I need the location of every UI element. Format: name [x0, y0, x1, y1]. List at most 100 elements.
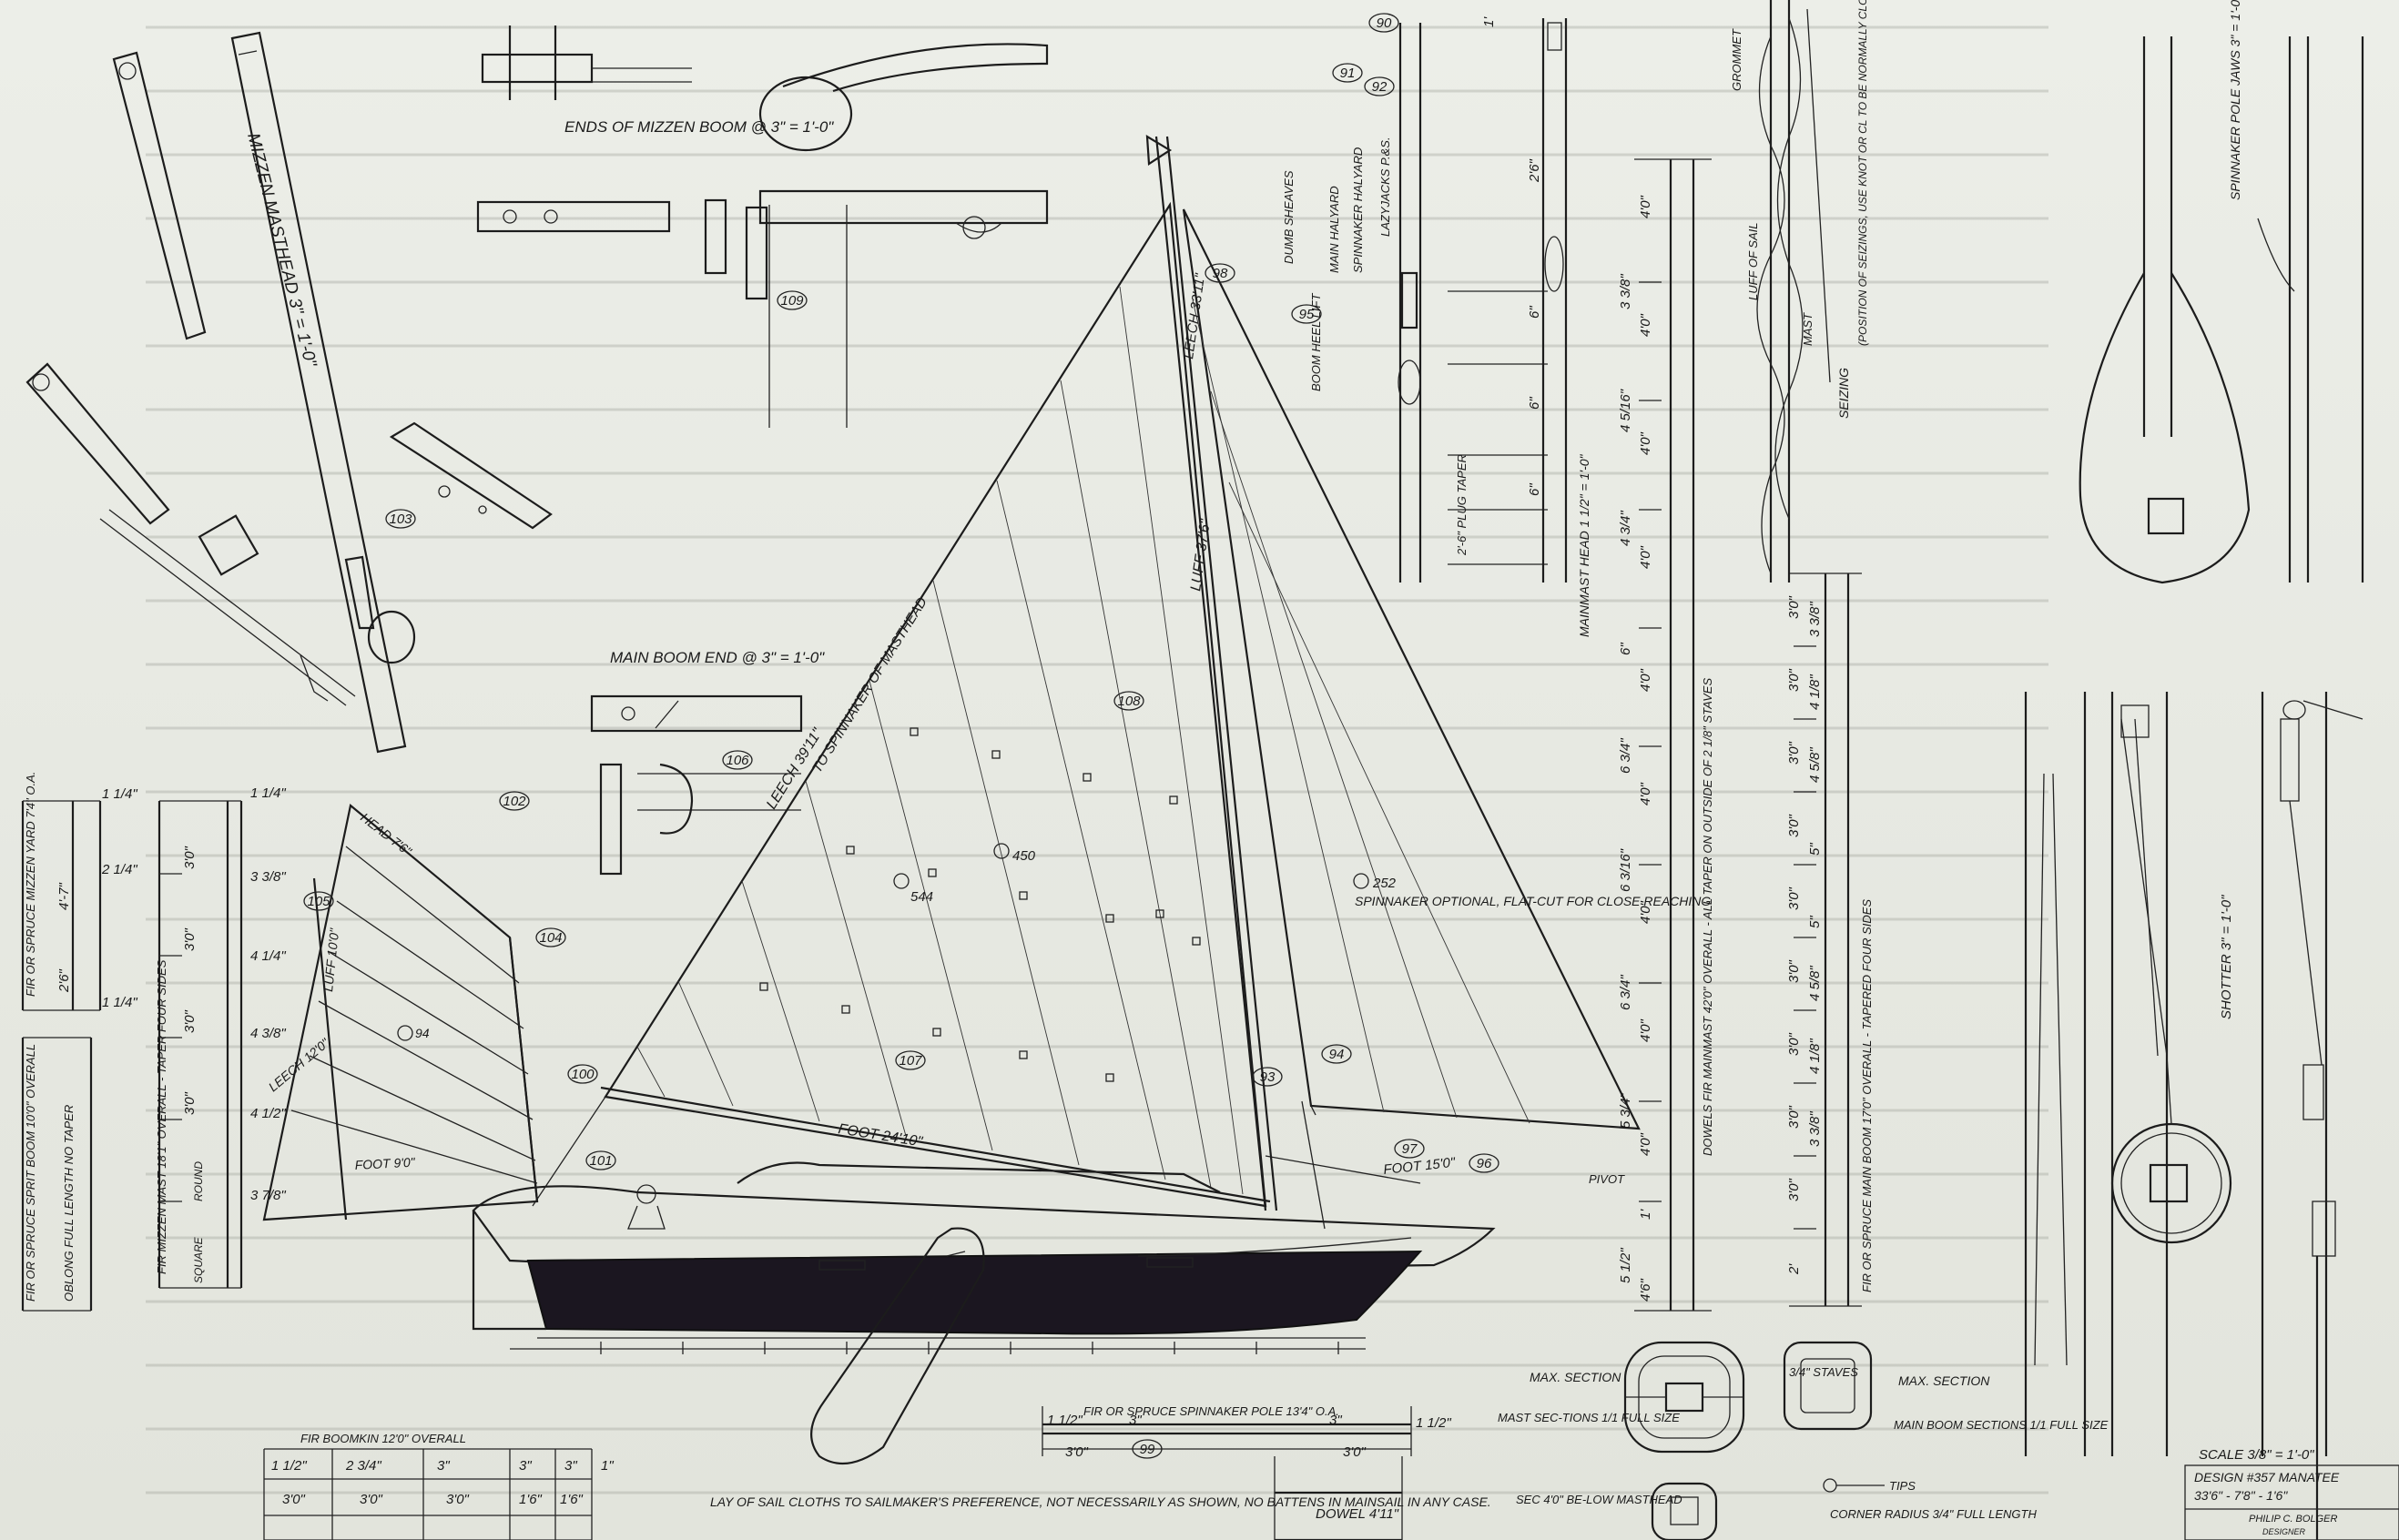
mainmast-head-label: MAINMAST HEAD 1 1/2" = 1'-0" [1577, 453, 1591, 637]
callout-number: 96 [1477, 1156, 1492, 1171]
callout-number: 100 [571, 1067, 595, 1082]
svg-text:3'0": 3'0" [1065, 1444, 1089, 1460]
masthead-top-dims: 1' 2'6" 6" 6" 6" [1481, 16, 1542, 496]
callout-103: 103 [385, 509, 416, 529]
sprit-spec: FIR OR SPRUCE MIZZEN YARD 7'4" O.A. [24, 772, 37, 997]
mizzen-mast-spar [158, 800, 243, 1289]
svg-text:3 3/8": 3 3/8" [1807, 602, 1823, 637]
svg-text:4 3/4": 4 3/4" [1618, 511, 1633, 546]
bleed-through-texture [146, 25, 2048, 1494]
svg-text:4 1/8": 4 1/8" [1807, 674, 1823, 710]
plug-taper-label: 2'-6" PLUG TAPER [1455, 454, 1469, 556]
svg-text:3": 3" [437, 1458, 450, 1474]
mizzen-mast-sizes: 1 1/4" 3 3/8" 4 1/4" 4 3/8" 4 1/2" 3 7/8… [250, 785, 286, 1203]
svg-text:3 3/8": 3 3/8" [1807, 1111, 1823, 1147]
main-boom-end-label: MAIN BOOM END @ 3" = 1'-0" [610, 649, 825, 666]
spinnaker-halyard-label: SPINNAKER HALYARD [1351, 147, 1365, 273]
boomkin-table [263, 1448, 593, 1540]
sprit-dims: 1 1/4" 4'-7" 2 1/4" 2'6" 1 1/4" [56, 786, 137, 1010]
designer-role: DESIGNER [2262, 1527, 2306, 1536]
mizzen-mast-spacings: 3'0" 3'0" 3'0" 3'0" [182, 846, 198, 1115]
svg-text:4'0": 4'0" [1638, 313, 1653, 337]
callout-number: 109 [780, 293, 804, 309]
callout-95: 95 [1291, 304, 1322, 324]
boomkin-row1: 1 1/2" 2 3/4" 3" 3" 3" 1" [271, 1458, 614, 1474]
svg-text:1 1/4": 1 1/4" [102, 786, 137, 802]
mizzen-luff-label: LUFF 10'0" [320, 927, 341, 992]
callout-number: 101 [589, 1153, 612, 1169]
callout-number: 95 [1299, 307, 1315, 322]
svg-text:3": 3" [519, 1458, 532, 1474]
svg-text:4'0": 4'0" [1638, 1132, 1653, 1156]
area-450: 450 [1012, 848, 1036, 864]
mainsail [604, 201, 1267, 1208]
svg-text:4 3/8": 4 3/8" [250, 1026, 286, 1041]
mizzen-leech-label: LEECH 12'0" [266, 1035, 333, 1094]
max-section-label: MAX. SECTION [1530, 1370, 1621, 1384]
design-label: DESIGN #357 MANATEE [2194, 1470, 2340, 1484]
mast-sections-label: MAST SEC-TIONS 1/1 FULL SIZE [1498, 1411, 1680, 1424]
main-foot-label: FOOT 24'10" [837, 1121, 924, 1150]
svg-text:2 3/4": 2 3/4" [345, 1458, 381, 1474]
svg-text:3'0": 3'0" [1786, 668, 1802, 692]
svg-text:3'0": 3'0" [1786, 1178, 1802, 1201]
svg-text:1': 1' [1481, 16, 1497, 27]
svg-text:3'0": 3'0" [1786, 1105, 1802, 1129]
callout-93: 93 [1252, 1067, 1283, 1087]
svg-text:1 1/4": 1 1/4" [250, 785, 286, 801]
callout-94: 94 [1321, 1044, 1352, 1064]
main-halyard-label: MAIN HALYARD [1327, 186, 1341, 273]
boom-max-section-label: MAX. SECTION [1898, 1373, 1990, 1388]
mizzen-sprit-spar [21, 800, 102, 1312]
callout-99: 99 [1132, 1439, 1163, 1459]
svg-text:4'0": 4'0" [1638, 195, 1653, 218]
callout-number: 105 [307, 894, 330, 909]
grommet-label: GROMMET [1730, 28, 1743, 91]
mizzen-boom-ends-detail [476, 25, 692, 233]
spinnaker-pole-jaws-label: SPINNAKER POLE JAWS 3" = 1'-0" [2228, 0, 2242, 200]
svg-text:3": 3" [564, 1458, 577, 1474]
callout-106: 106 [722, 750, 753, 770]
mizzen-mast-spec: FIR MIZZEN MAST 18'1" OVERALL - TAPER FO… [155, 959, 168, 1274]
svg-text:3'0": 3'0" [182, 846, 198, 869]
svg-text:3'0": 3'0" [182, 1091, 198, 1115]
svg-text:2 1/4": 2 1/4" [101, 862, 137, 877]
callout-109: 109 [777, 290, 808, 310]
mizzen-head-label: HEAD 7'6" [358, 810, 415, 859]
svg-text:3": 3" [1129, 1413, 1142, 1428]
svg-text:3 3/8": 3 3/8" [250, 869, 286, 885]
designer-name: PHILIP C. BOLGER [2249, 1514, 2337, 1525]
sec-masthead-label: SEC 4'0" BE-LOW MASTHEAD [1516, 1493, 1682, 1506]
callout-107: 107 [895, 1050, 926, 1070]
callout-number: 97 [1402, 1141, 1418, 1157]
svg-text:4'0": 4'0" [1638, 900, 1653, 924]
svg-text:3'0": 3'0" [1786, 595, 1802, 619]
svg-text:1 1/4": 1 1/4" [102, 995, 137, 1010]
svg-text:4 1/2": 4 1/2" [250, 1106, 286, 1121]
svg-text:1 1/2": 1 1/2" [1416, 1415, 1451, 1431]
svg-text:5": 5" [1807, 843, 1823, 856]
mast-label: MAST [1801, 312, 1814, 346]
masthead-halyard-detail [1398, 23, 1548, 583]
spinnaker-pole [1042, 1406, 1412, 1540]
svg-text:3'0": 3'0" [182, 1009, 198, 1033]
svg-text:4 5/16": 4 5/16" [1618, 389, 1633, 432]
svg-text:2'6": 2'6" [56, 968, 72, 993]
spinnaker-pole-dims: 1 1/2" 3" 3" 1 1/2" 3'0" 3'0" DOWEL 4'11… [1047, 1413, 1451, 1522]
svg-text:1 1/2": 1 1/2" [271, 1458, 307, 1474]
design-dims: 33'6" - 7'8" - 1'6" [2194, 1488, 2288, 1503]
shotter-detail [2024, 692, 2363, 1540]
spinnaker [1182, 208, 1641, 1130]
svg-text:6 3/16": 6 3/16" [1618, 848, 1633, 892]
main-boom-spar [1789, 572, 1862, 1307]
mizzen-mast-round: ROUND [192, 1161, 205, 1201]
svg-text:1': 1' [1638, 1209, 1653, 1220]
mizzen-boom-ends-label: ENDS OF MIZZEN BOOM @ 3" = 1'-0" [564, 118, 834, 136]
spinnaker-optional-note: SPINNAKER OPTIONAL, FLAT-CUT FOR CLOSE R… [1355, 894, 1711, 908]
seizing-label: SEIZING [1836, 368, 1851, 419]
svg-text:3'0": 3'0" [1343, 1444, 1367, 1460]
main-boom-sizes: 3 3/8" 4 1/8" 4 5/8" 5" 5" 4 5/8" 4 1/8"… [1807, 602, 1823, 1147]
callout-number: 91 [1340, 66, 1356, 81]
sprit-boom-spec: FIR OR SPRUCE SPRIT BOOM 10'0" OVERALL [24, 1044, 37, 1302]
svg-text:4'0": 4'0" [1638, 668, 1653, 692]
